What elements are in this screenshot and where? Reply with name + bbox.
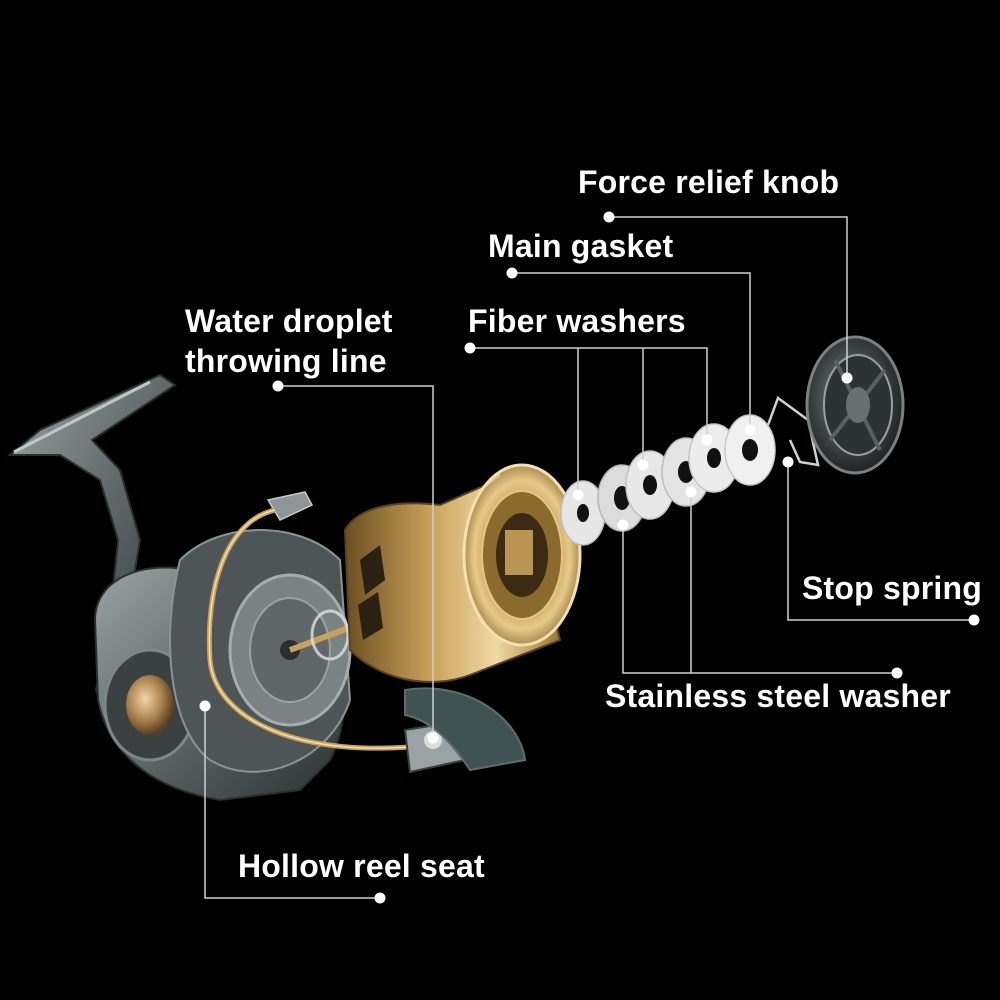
dot-stainless-end <box>891 667 903 679</box>
reel-body <box>7 373 527 802</box>
spool <box>343 463 582 683</box>
leader-stop-spring <box>787 462 974 621</box>
dot-fiber-start <box>464 342 476 354</box>
dot-hollow-seat-start <box>199 700 211 712</box>
leader-water-droplet <box>278 385 434 738</box>
dot-water-start <box>272 380 284 392</box>
label-water-droplet-throwing-line: Water droplet throwing line <box>185 301 393 381</box>
washer-stack <box>560 414 776 546</box>
label-main-gasket: Main gasket <box>488 228 674 264</box>
dot-force-relief-end <box>841 372 853 384</box>
dot-water-end <box>427 732 439 744</box>
label-water-droplet-line2: throwing line <box>185 343 387 379</box>
dot-stainless-a <box>617 519 629 531</box>
dot-force-relief-start <box>603 211 615 223</box>
label-force-relief-knob: Force relief knob <box>578 164 840 200</box>
leader-hollow-reel-seat <box>204 706 380 899</box>
leader-fiber-washers <box>470 347 708 440</box>
drag-knob <box>805 335 905 475</box>
dot-fiber-a <box>572 489 584 501</box>
label-fiber-washers: Fiber washers <box>468 303 686 339</box>
label-stainless-steel-washer: Stainless steel washer <box>605 678 951 714</box>
leader-dots <box>199 211 980 904</box>
dot-main-gasket-start <box>506 267 518 279</box>
leader-force-relief-knob <box>609 216 848 378</box>
dot-stainless-b <box>685 486 697 498</box>
dot-hollow-seat-end <box>374 892 386 904</box>
leader-lines <box>204 216 974 899</box>
label-hollow-reel-seat: Hollow reel seat <box>238 848 485 884</box>
dot-stop-spring-end <box>968 614 980 626</box>
leader-stainless-washer <box>622 525 897 674</box>
dot-fiber-b <box>637 459 649 471</box>
stop-spring <box>766 396 820 467</box>
dot-fiber-c <box>701 434 713 446</box>
leader-main-gasket <box>512 272 751 430</box>
label-water-droplet-line1: Water droplet <box>185 303 393 339</box>
dot-main-gasket-end <box>744 424 756 436</box>
label-stop-spring: Stop spring <box>802 570 982 606</box>
dot-stop-spring-start <box>782 456 794 468</box>
